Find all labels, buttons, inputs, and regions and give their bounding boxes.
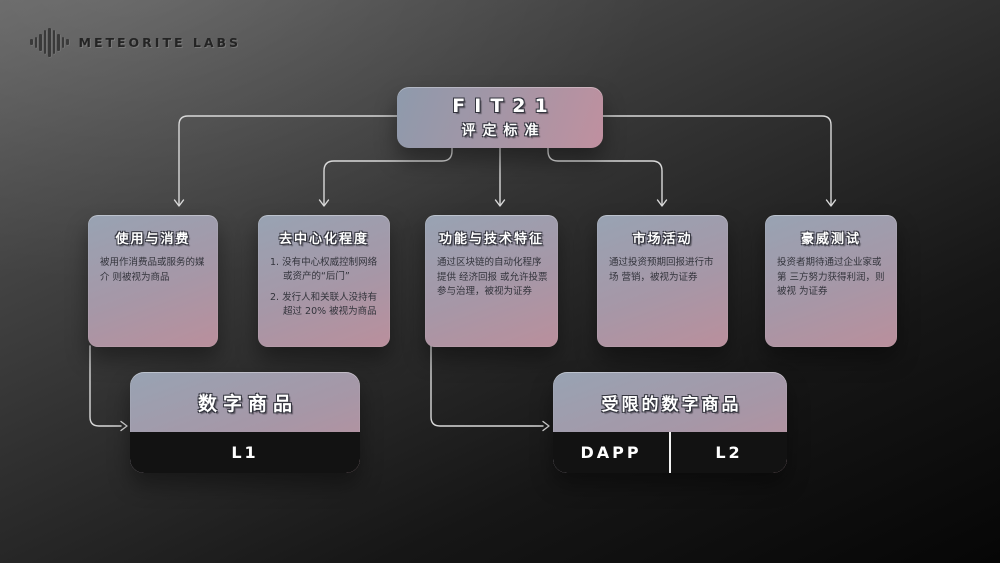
card-body-list: 1. 没有中心权威控制网络或资产的“后门” 2. 发行人和关联人没持有超过 20… xyxy=(270,256,382,319)
card-body: 投资者期待通过企业家或第 三方努力获得利润，则被视 为证券 xyxy=(777,257,885,298)
connector-root-to-card2 xyxy=(323,147,453,206)
arrow-down-icon xyxy=(318,199,330,207)
connector-root-to-card4 xyxy=(547,147,663,206)
connector-root-to-card1 xyxy=(178,115,398,206)
list-item: 2. 发行人和关联人没持有超过 20% 被视为商品 xyxy=(270,291,378,317)
arrow-down-icon xyxy=(825,199,837,207)
outcome-digital-commodity: 数字商品 L1 xyxy=(130,372,360,473)
card-market-activity: 市场活动 通过投资预期回报进行市场 营销，被视为证券 xyxy=(597,215,728,347)
card-body: 通过区块链的自动化程序提供 经济回报 或允许投票参与治理，被视为证券 xyxy=(437,257,548,298)
arrow-down-icon xyxy=(656,199,668,207)
card-title: 功能与技术特征 xyxy=(438,232,544,247)
outcome-level-bar: L1 xyxy=(130,432,360,473)
card-function-tech: 功能与技术特征 通过区块链的自动化程序提供 经济回报 或允许投票参与治理，被视为… xyxy=(425,215,558,347)
arrow-down-icon xyxy=(173,199,185,207)
outcome-title-area: 受限的数字商品 xyxy=(553,372,787,432)
outcome-restricted-digital-commodity: 受限的数字商品 DAPP L2 xyxy=(553,372,787,473)
level-divider xyxy=(669,432,671,473)
level-badge: L1 xyxy=(231,443,259,462)
card-title: 使用与消费 xyxy=(115,232,191,247)
waveform-icon xyxy=(30,26,69,58)
card-title: 市场活动 xyxy=(632,232,693,247)
card-howey-test: 豪威测试 投资者期待通过企业家或第 三方努力获得利润，则被视 为证券 xyxy=(765,215,897,347)
card-usage-consumption: 使用与消费 被用作消费品或服务的媒介 则被视为商品 xyxy=(88,215,218,347)
connector-card3-to-outcome2 xyxy=(430,345,544,427)
card-decentralization: 去中心化程度 1. 没有中心权威控制网络或资产的“后门” 2. 发行人和关联人没… xyxy=(258,215,390,347)
outcome-level-bar: DAPP L2 xyxy=(553,432,787,473)
arrow-right-icon xyxy=(542,420,550,432)
brand-logo: METEORITE LABS xyxy=(30,26,241,58)
card-body: 通过投资预期回报进行市场 营销，被视为证券 xyxy=(609,257,714,283)
outcome-title-area: 数字商品 xyxy=(130,372,360,432)
card-body: 被用作消费品或服务的媒介 则被视为商品 xyxy=(100,257,205,283)
card-title: 去中心化程度 xyxy=(278,232,369,247)
outcome-title: 数字商品 xyxy=(197,392,298,415)
list-item: 1. 没有中心权威控制网络或资产的“后门” xyxy=(270,257,378,283)
brand-name: METEORITE LABS xyxy=(78,34,242,50)
connector-card1-to-outcome1 xyxy=(89,345,122,427)
root-title-line1: FIT21 xyxy=(452,95,557,117)
arrow-right-icon xyxy=(120,420,128,432)
root-title-line2: 评定标准 xyxy=(461,123,546,139)
level-badge: DAPP xyxy=(580,443,642,462)
arrow-down-icon xyxy=(494,199,506,207)
card-title: 豪威测试 xyxy=(800,232,861,247)
level-badge: L2 xyxy=(715,443,743,462)
outcome-title: 受限的数字商品 xyxy=(601,394,742,415)
root-node-fit21: FIT21 评定标准 xyxy=(397,87,603,148)
connector-root-to-card5 xyxy=(602,115,832,206)
